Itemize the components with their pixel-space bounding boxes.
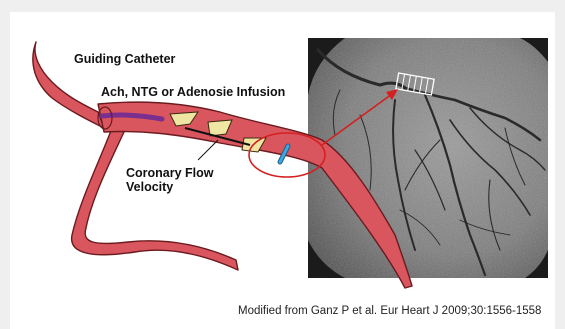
infusion-label: Ach, NTG or Adenosie Infusion	[101, 85, 285, 99]
flow-velocity-label-line1: Coronary Flow	[126, 166, 214, 180]
flow-velocity-label-line2: Velocity	[126, 180, 173, 194]
angiogram-image	[308, 38, 548, 278]
branch-vessel	[72, 128, 238, 270]
citation-text: Modified from Ganz P et al. Eur Heart J …	[238, 305, 541, 317]
guiding-catheter-label: Guiding Catheter	[74, 52, 175, 66]
flow-pointer	[198, 140, 218, 160]
